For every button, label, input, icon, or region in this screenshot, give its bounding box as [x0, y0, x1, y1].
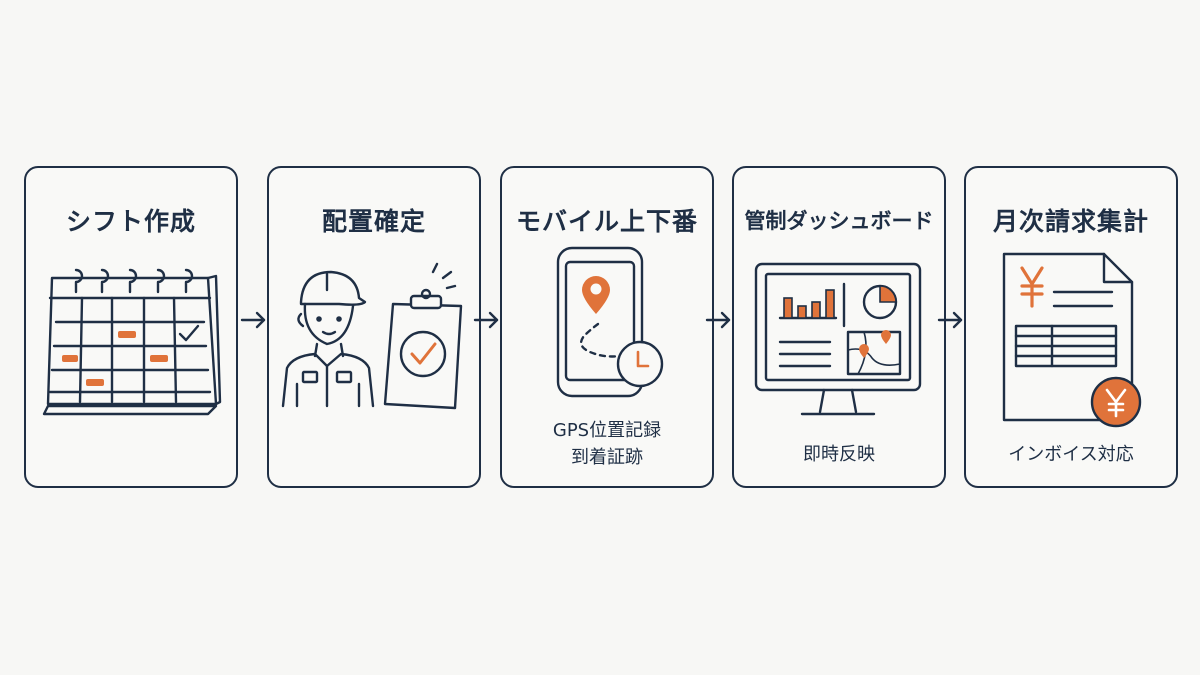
arrow-right-icon [705, 311, 731, 329]
calendar-icon [42, 268, 222, 416]
step-card-shift-creation: シフト作成 [24, 166, 238, 488]
step-title: 管制ダッシュボード [744, 209, 934, 233]
yen-coin-icon [1090, 376, 1142, 428]
invoice-document-icon [1002, 252, 1142, 428]
smartphone-icon [556, 246, 664, 398]
step-title: 月次請求集計 [992, 207, 1149, 236]
pie-chart-icon [862, 284, 898, 320]
step-caption-line-1: GPS位置記録 [552, 420, 662, 441]
bar-chart-icon [783, 289, 835, 319]
arrow-right-icon [937, 311, 963, 329]
step-card-monthly-billing: 月次請求集計 インボイス対応 [964, 166, 1178, 488]
step-card-assignment-confirmed: 配置確定 [267, 166, 481, 488]
monitor-dashboard-icon [754, 262, 922, 416]
arrow-right-icon [473, 311, 499, 329]
step-title: シフト作成 [65, 207, 196, 236]
step-caption-line-1: 即時反映 [803, 444, 875, 465]
step-card-control-dashboard: 管制ダッシュボード [732, 166, 946, 488]
step-caption-line-2: 到着証跡 [571, 447, 643, 468]
step-caption-line-1: インボイス対応 [1008, 444, 1134, 465]
security-guard-icon [281, 270, 375, 408]
step-title: モバイル上下番 [515, 207, 698, 236]
step-card-mobile-check-in-out: モバイル上下番 GPS位置記録 到着証跡 [500, 166, 714, 488]
step-title: 配置確定 [321, 207, 426, 236]
arrow-right-icon [240, 311, 266, 329]
clipboard-check-icon [383, 262, 463, 410]
map-pin-icon [582, 276, 610, 314]
